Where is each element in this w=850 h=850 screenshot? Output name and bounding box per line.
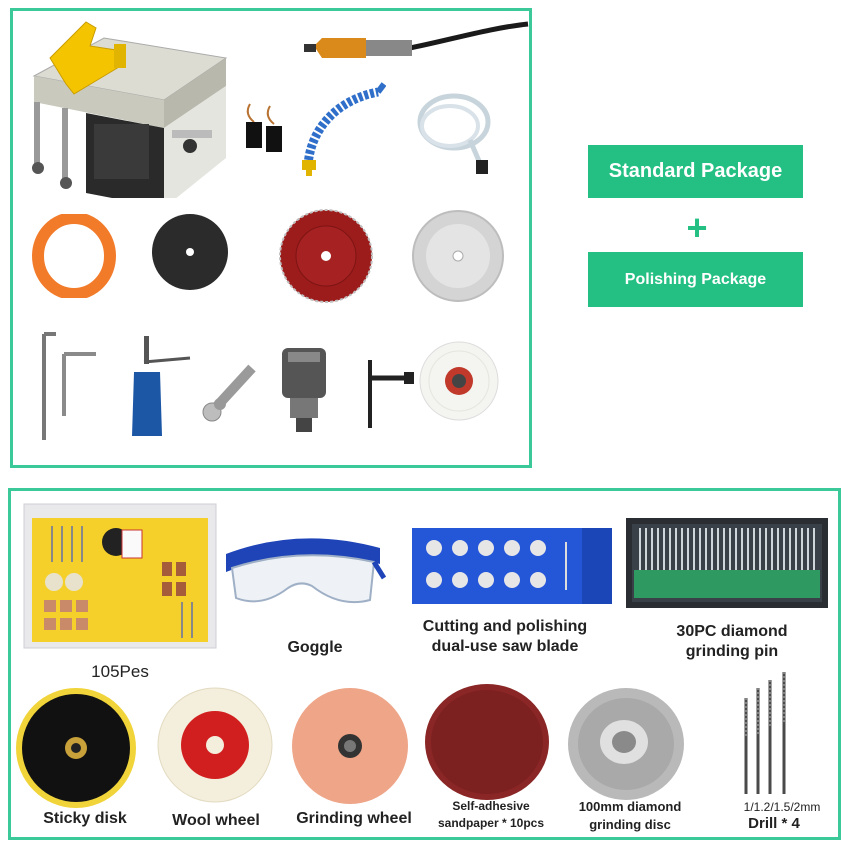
polishing-package-frame <box>8 488 841 840</box>
carbon-brushes-image <box>246 103 282 152</box>
wool-wheel-image <box>157 687 273 803</box>
plus-sign: + <box>686 207 708 248</box>
grinding-pin-caption-line2: grinding pin <box>685 643 779 660</box>
sticky-disk-image <box>16 688 136 808</box>
goggle-caption: Goggle <box>287 639 343 656</box>
drill-chuck-image <box>282 348 326 432</box>
sandpaper-caption-line1: Self-adhesive <box>452 799 530 813</box>
polishing-package-badge: Polishing Package <box>588 252 803 307</box>
drill-caption: Drill * 4 <box>748 815 800 832</box>
sandpaper-disc-image <box>425 684 549 800</box>
sticky-disk-caption: Sticky disk <box>43 810 127 827</box>
red-saw-blade-image <box>279 209 373 303</box>
grinding-pin-caption-line1: 30PC diamond <box>676 623 788 640</box>
accessory-kit-image <box>23 503 217 649</box>
arbor-shaft-image <box>202 364 256 422</box>
saw-blade-caption-line1: Cutting and polishing <box>422 618 588 635</box>
sandpaper-caption-line2: sandpaper * 10pcs <box>437 816 545 830</box>
goggle-image <box>226 538 386 604</box>
table-saw-machine-image <box>32 21 228 198</box>
black-grinding-disc-image <box>152 214 228 290</box>
diamond-disc-caption-line2: grinding disc <box>589 817 671 832</box>
diamond-grinding-pin-box-image <box>626 518 828 608</box>
flexible-shaft-handpiece-image <box>304 21 529 58</box>
grinding-wheel-caption: Grinding wheel <box>296 810 412 827</box>
hex-key-image <box>42 332 96 440</box>
saw-blade-caption-line2: dual-use saw blade <box>431 638 579 655</box>
coolant-pipe-image <box>302 82 386 176</box>
chuck-key-image <box>368 360 414 428</box>
water-tube-image <box>417 93 491 174</box>
wool-wheel-caption: Wool wheel <box>172 812 260 829</box>
diamond-disc-caption-line1: 100mm diamond <box>578 799 682 814</box>
accessory-kit-caption: 105Pes <box>91 662 149 681</box>
standard-package-badge: Standard Package <box>588 145 803 198</box>
cloth-polishing-wheel-image <box>419 341 499 421</box>
diamond-grinding-disc-image <box>568 688 684 800</box>
standard-package-frame <box>10 8 532 468</box>
saw-blade-card-image <box>412 528 612 604</box>
drive-belt-image <box>32 214 116 298</box>
drill-sizes-caption: 1/1.2/1.5/2mm <box>743 800 821 814</box>
blue-handle-wrench-image <box>132 336 191 436</box>
silver-cutting-disc-image <box>412 210 504 302</box>
drill-bits-image <box>744 672 786 794</box>
grinding-wheel-image <box>292 688 408 804</box>
